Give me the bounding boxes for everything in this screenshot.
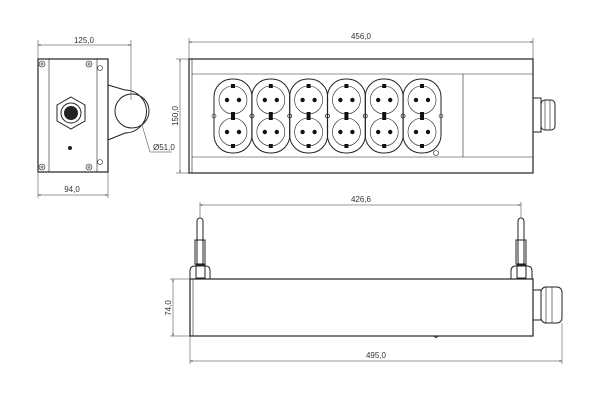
earth-clip <box>382 116 387 120</box>
socket-outlet-icon <box>332 116 361 148</box>
socket-pin <box>425 97 431 103</box>
dim-side-base: 94,0 <box>64 185 80 194</box>
socket-pin <box>236 129 242 135</box>
socket-pin <box>376 129 381 135</box>
earth-clip <box>344 144 349 148</box>
socket-pin <box>413 129 419 135</box>
earth-clip <box>231 84 235 88</box>
earth-clip <box>268 112 273 116</box>
dim-front-height: 74,0 <box>164 300 173 316</box>
socket-outlet-icon <box>218 84 248 116</box>
earth-clip <box>306 116 311 120</box>
socket-pin <box>262 129 267 135</box>
socket-pin <box>274 129 279 135</box>
socket-pin <box>300 129 305 135</box>
socket-pin <box>350 97 355 103</box>
socket-outlet-icon <box>256 116 286 148</box>
top-view: 456,0 150,0 <box>171 32 556 174</box>
socket-pin <box>338 129 343 135</box>
socket-outlet-icon <box>294 84 323 116</box>
clamp-hole <box>114 93 150 129</box>
earth-clip <box>306 144 311 148</box>
socket-pin <box>236 97 242 103</box>
frame-hole <box>400 113 406 119</box>
socket-outlet-icon <box>407 84 437 116</box>
socket-pin <box>425 129 431 135</box>
socket-pin <box>338 97 343 103</box>
earth-clip <box>420 112 424 116</box>
socket-outlet-icon <box>218 116 248 148</box>
dim-top-height: 150,0 <box>171 105 180 126</box>
earth-clip <box>344 116 349 120</box>
earth-clip <box>420 116 424 120</box>
mounting-bracket-left <box>189 217 211 279</box>
dim-side-width: 125,0 <box>74 36 95 45</box>
socket-outlet-icon <box>369 116 399 148</box>
socket-pin <box>224 97 230 103</box>
cable-gland-front <box>532 286 563 324</box>
frame-hole <box>325 113 330 119</box>
socket-pin <box>262 97 267 103</box>
frame-hole <box>249 113 255 119</box>
screw-icon <box>38 60 93 171</box>
earth-clip <box>268 84 273 88</box>
earth-clip <box>306 112 311 116</box>
power-strip-body <box>188 58 534 174</box>
earth-clip <box>231 112 235 116</box>
frame-hole <box>362 113 368 119</box>
front-body <box>189 278 534 337</box>
socket-outlet-icon <box>407 116 437 148</box>
socket-group <box>211 78 444 154</box>
socket-pin <box>350 129 355 135</box>
earth-clip <box>344 84 349 88</box>
earth-clip <box>382 112 387 116</box>
earth-clip <box>420 84 424 88</box>
socket-pin <box>224 129 230 135</box>
dim-bracket-spacing: 426,6 <box>351 195 372 204</box>
socket-outlet-icon <box>332 84 361 116</box>
earth-clip <box>382 144 387 148</box>
earth-clip <box>268 116 273 120</box>
socket-pin <box>300 97 305 103</box>
socket-pin <box>376 97 381 103</box>
connector-icon <box>56 96 86 130</box>
cable-gland <box>532 97 556 133</box>
socket-outlet-icon <box>369 84 399 116</box>
earth-clip <box>382 84 387 88</box>
socket-frame <box>402 78 442 154</box>
earth-clip <box>231 116 235 120</box>
dim-clamp-diameter: Ø51,0 <box>153 143 175 152</box>
side-view: 125,0 94,0 Ø51,0 <box>37 36 175 198</box>
clamp-outer <box>124 89 147 134</box>
socket-pin <box>388 129 393 135</box>
socket-outlet-icon <box>294 116 323 148</box>
frame-hole <box>211 113 217 119</box>
socket-pin <box>312 129 317 135</box>
socket-pin <box>274 97 279 103</box>
earth-clip <box>344 112 349 116</box>
earth-clip <box>231 144 235 148</box>
dim-overall-length: 495,0 <box>366 351 387 360</box>
frame-hole <box>287 113 292 119</box>
front-view: 426,6 74,0 495,0 <box>164 195 563 364</box>
earth-clip <box>306 84 311 88</box>
dim-top-length: 456,0 <box>351 32 372 41</box>
earth-clip <box>420 144 424 148</box>
socket-pin <box>312 97 317 103</box>
frame-hole <box>438 113 444 119</box>
socket-pin <box>388 97 393 103</box>
socket-pin <box>413 97 419 103</box>
socket-outlet-icon <box>256 84 286 116</box>
earth-clip <box>268 144 273 148</box>
clamp-arms <box>107 84 126 141</box>
mounting-bracket-right <box>510 217 533 279</box>
